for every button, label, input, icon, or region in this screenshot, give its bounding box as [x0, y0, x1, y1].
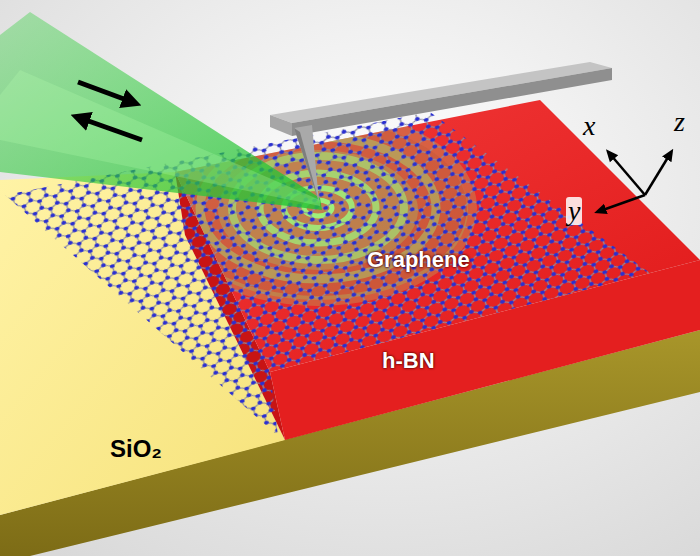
material-label: h-BN	[382, 349, 435, 373]
axis-label: x	[583, 112, 595, 140]
label-holder: Graphene	[367, 248, 470, 272]
coordinate-axes	[600, 154, 670, 211]
scattered-arrow	[80, 118, 142, 140]
incident-arrow	[78, 82, 132, 102]
axis-label: z	[674, 108, 685, 136]
label-holder: x	[583, 112, 595, 140]
afm-tip	[294, 125, 319, 202]
laser-beam-core	[0, 70, 320, 206]
material-label: SiO₂	[110, 436, 162, 462]
cantilever-front	[292, 68, 612, 136]
material-label: Graphene	[367, 248, 470, 272]
cantilever-top	[270, 62, 612, 123]
label-holder: h-BN	[382, 349, 435, 373]
cantilever-end	[270, 115, 292, 136]
label-holder: SiO₂	[110, 436, 162, 462]
label-holder: y	[566, 197, 582, 225]
laser-beam	[0, 12, 322, 210]
label-holder: z	[674, 108, 685, 136]
afm-tip-shade	[294, 128, 319, 202]
axis-label: y	[566, 197, 582, 225]
